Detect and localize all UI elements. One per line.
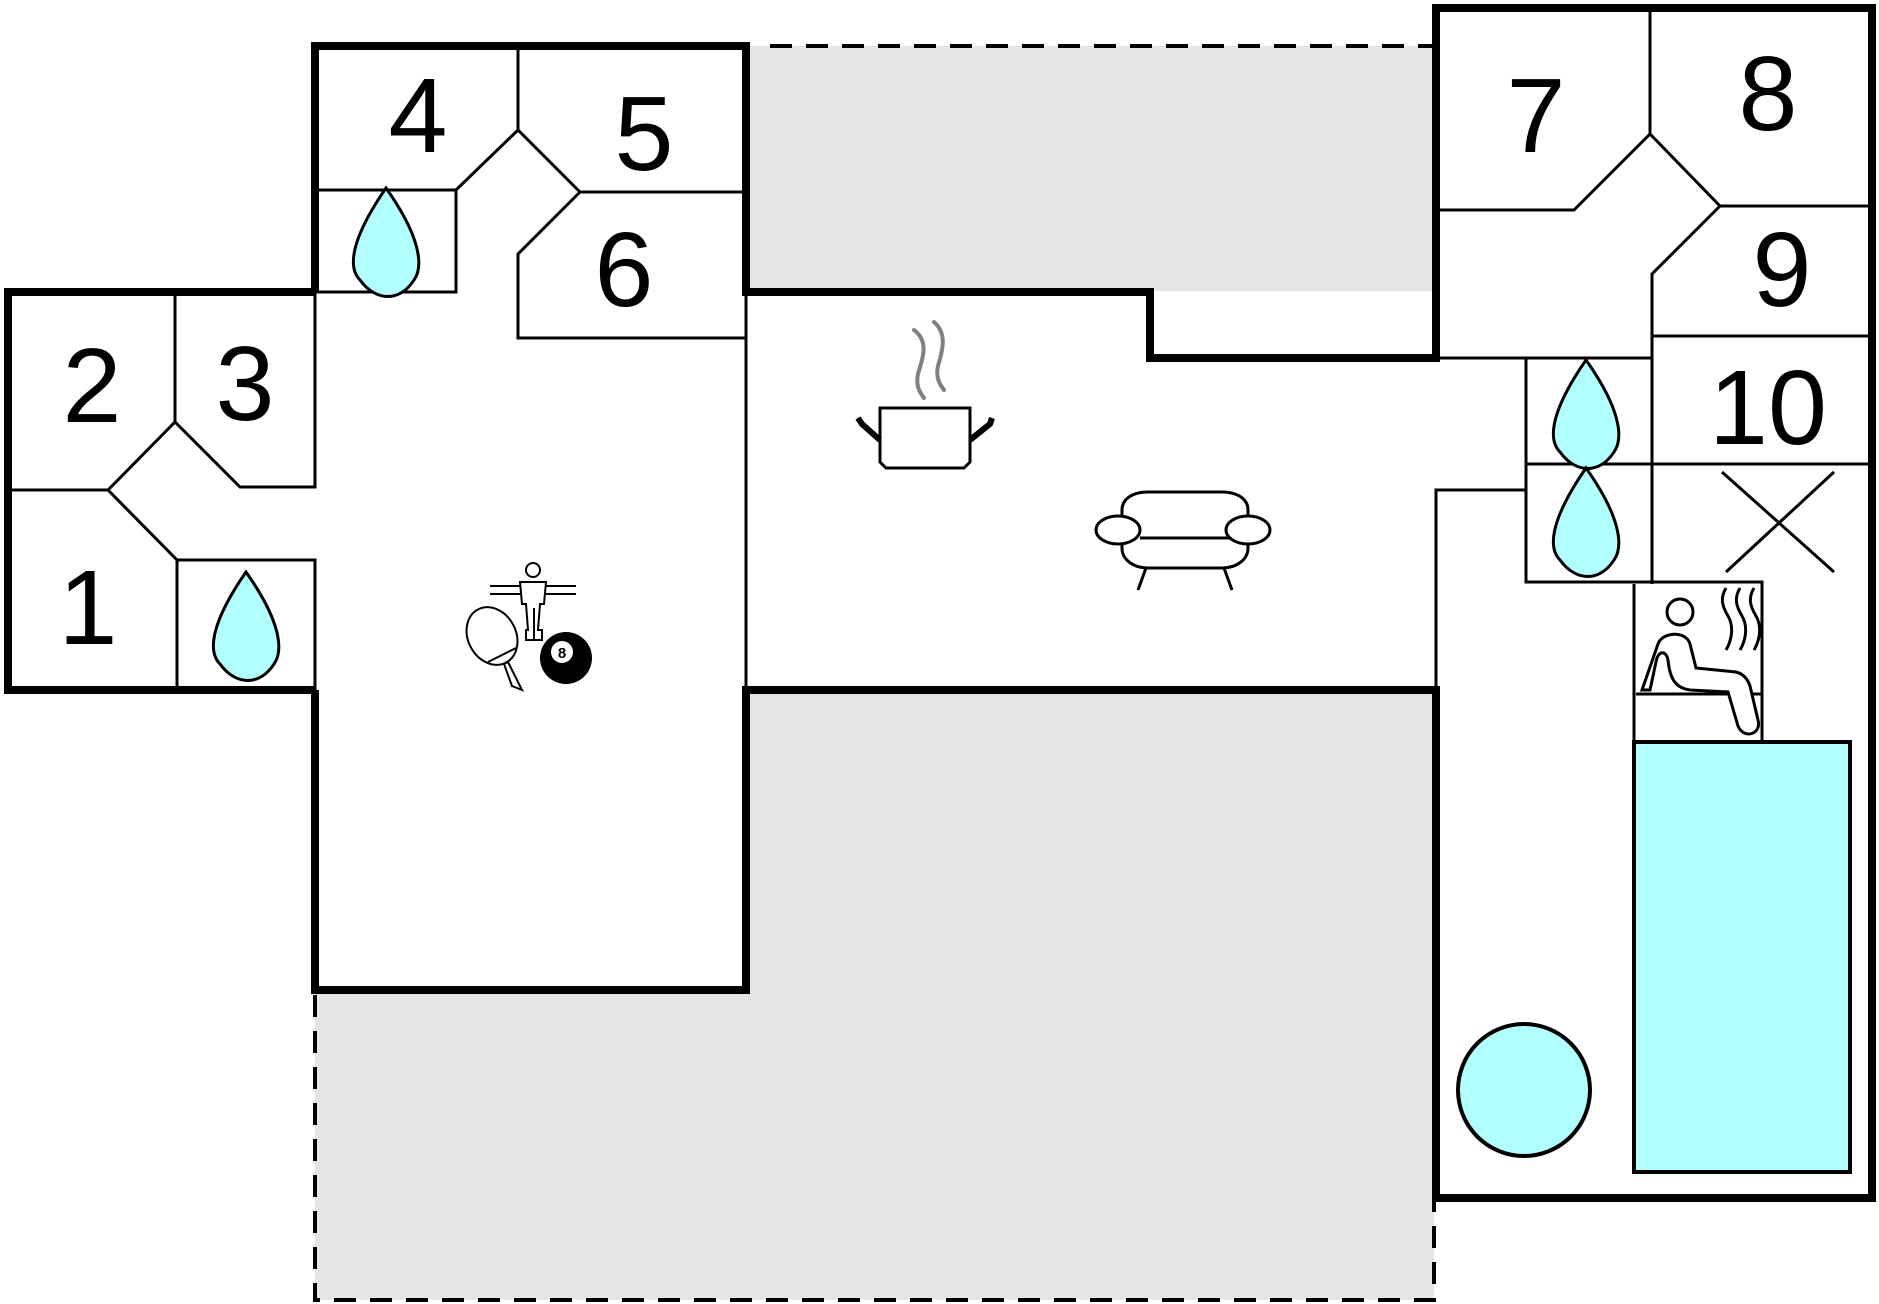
bath-left-box xyxy=(177,558,317,690)
room-number: 6 xyxy=(595,211,654,329)
wall-central xyxy=(311,4,1876,1202)
bath-right-box xyxy=(1436,356,1764,742)
room-number: 2 xyxy=(63,327,122,445)
water-drop-icon xyxy=(211,569,281,682)
terrace-bottom-boundary xyxy=(313,995,1436,1302)
room-number: 10 xyxy=(1709,349,1827,467)
water-drop-icon xyxy=(1551,465,1621,578)
room-number: 1 xyxy=(59,549,118,667)
room-number: 9 xyxy=(1753,211,1812,329)
room-number: 8 xyxy=(1739,35,1798,153)
room-number: 4 xyxy=(389,57,448,175)
sofa-icon xyxy=(1094,490,1272,591)
outdoor-areas xyxy=(313,44,1436,1302)
table-football-icon xyxy=(490,562,576,641)
exterior-walls xyxy=(4,4,1876,1202)
table-tennis-icon xyxy=(465,606,525,692)
cross-icon xyxy=(1721,470,1836,574)
interior-walls xyxy=(8,8,1872,744)
kitchen-pot-icon xyxy=(855,320,995,470)
terrace-bottom xyxy=(315,690,1434,1300)
water-drop-icon xyxy=(1551,357,1621,470)
partition-7 xyxy=(1438,131,1872,212)
water-drop-icon xyxy=(351,185,421,298)
wall-left-wing xyxy=(4,288,315,694)
bath-upper-box xyxy=(315,190,458,294)
partition-6 xyxy=(516,190,746,340)
partition-4-bath xyxy=(315,127,746,194)
billiard-ball-number: 8 xyxy=(558,645,566,662)
room-number: 5 xyxy=(615,75,674,193)
swimming-pool-icon xyxy=(1632,740,1852,1174)
room-labels: 1 2 3 4 5 6 7 8 9 10 xyxy=(59,35,1827,667)
hall-wall xyxy=(1434,488,1526,700)
billiard-ball-icon: 8 xyxy=(540,632,592,684)
room-number: 3 xyxy=(216,325,275,443)
whirlpool-icon xyxy=(1456,1022,1592,1158)
partition-1-2 xyxy=(8,292,317,492)
partition-1-bath xyxy=(106,488,179,690)
water-drop-icons xyxy=(211,185,1621,682)
sauna-icon xyxy=(1636,587,1762,736)
partition-9 xyxy=(1650,204,1722,584)
room-number: 7 xyxy=(1507,57,1566,175)
terrace-top xyxy=(746,46,1436,291)
